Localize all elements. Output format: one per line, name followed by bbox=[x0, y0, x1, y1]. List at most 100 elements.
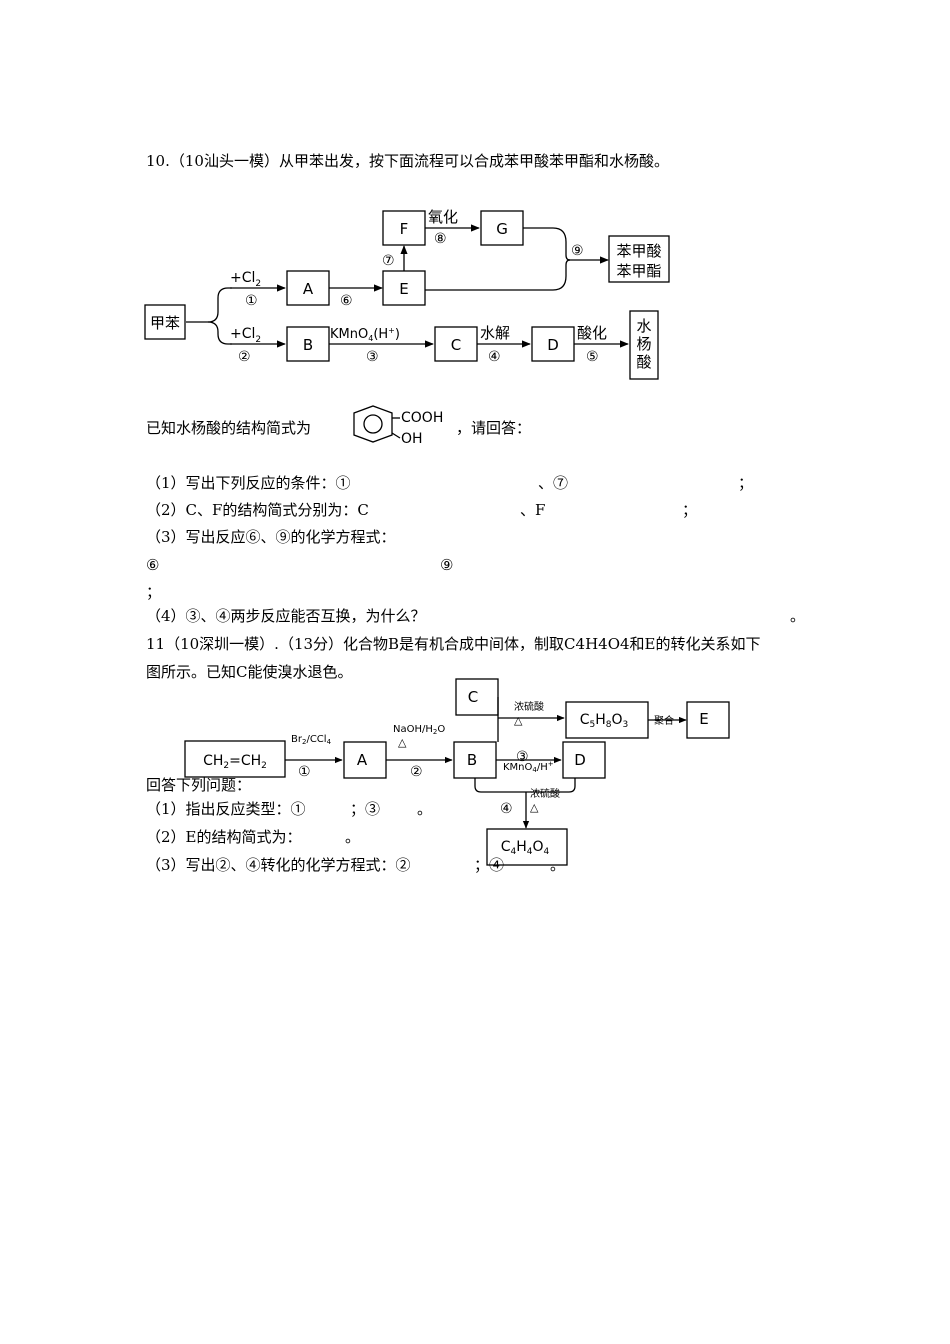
structure-intro: 已知水杨酸的结构简式为 bbox=[146, 419, 312, 437]
box-salicylic bbox=[629, 310, 659, 380]
q11-label-E: E bbox=[699, 710, 708, 728]
q11-line2b: 。 bbox=[345, 828, 361, 846]
q11-label-C: C bbox=[468, 688, 478, 706]
conc-h2so4-label-2: 浓硫酸 bbox=[530, 787, 560, 800]
q10-line1b: 、⑦ bbox=[538, 474, 569, 492]
heat-label-2: △ bbox=[514, 714, 523, 727]
label-D: D bbox=[547, 336, 559, 354]
q11-line3a: （3）写出②、④转化的化学方程式：② bbox=[146, 856, 411, 874]
box-product1 bbox=[608, 235, 670, 283]
label-F: F bbox=[400, 220, 409, 238]
ethene-label: CH2=CH2 bbox=[203, 753, 267, 771]
conc-h2so4-label-1: 浓硫酸 bbox=[514, 700, 544, 713]
q11-box-C bbox=[455, 678, 499, 716]
heat-label-1: △ bbox=[398, 736, 407, 749]
cl2-top-label: +Cl2 bbox=[230, 270, 261, 289]
salicylic-2: 杨 bbox=[636, 335, 651, 353]
oxidation-label: 氧化 bbox=[428, 208, 458, 226]
label-C: C bbox=[451, 336, 461, 354]
q11-line0: 回答下列问题： bbox=[146, 776, 252, 794]
label-G: G bbox=[496, 220, 508, 238]
hydrolysis-label: 水解 bbox=[480, 324, 510, 342]
brace-top bbox=[186, 287, 232, 323]
q11-box-E bbox=[686, 701, 730, 739]
q11-title-1: 11（10深圳一模）.（13分）化合物B是有机合成中间体，制取C4H4O4和E的… bbox=[146, 635, 761, 653]
label-B: B bbox=[303, 336, 313, 354]
q11-label-D: D bbox=[574, 751, 586, 769]
q11-box-D bbox=[562, 741, 606, 779]
q11-line1c: 。 bbox=[417, 800, 433, 818]
q11-line2a: （2）E的结构简式为： bbox=[146, 828, 302, 846]
q10-line2b: 、F bbox=[520, 501, 546, 519]
kmno4-label: KMnO4(H+) bbox=[330, 326, 400, 343]
q10-line5: ； bbox=[146, 583, 162, 601]
step7-label: ⑦ bbox=[382, 253, 395, 269]
step6-label: ⑥ bbox=[340, 293, 353, 309]
box-c4h4o4 bbox=[486, 828, 568, 866]
q10-line4b: ⑨ bbox=[440, 556, 454, 574]
salicylic-1: 水 bbox=[636, 317, 651, 335]
step2-label: ② bbox=[238, 349, 251, 365]
toluene-label: 甲苯 bbox=[150, 314, 180, 332]
q10-title: 10.（10汕头一模）从甲苯出发，按下面流程可以合成苯甲酸苯甲酯和水杨酸。 bbox=[146, 152, 669, 170]
c5h8o3-label: C5H8O3 bbox=[580, 712, 629, 730]
q10-line4a: ⑥ bbox=[146, 556, 160, 574]
q11-line1a: （1）指出反应类型：① bbox=[146, 800, 306, 818]
q10-line1c: ； bbox=[738, 474, 754, 492]
q11-label-B: B bbox=[467, 751, 477, 769]
step9-label: ⑨ bbox=[571, 243, 584, 259]
merge-bd bbox=[474, 778, 576, 793]
oh-label: OH bbox=[401, 431, 423, 447]
heat-label-3: △ bbox=[530, 801, 539, 814]
merge-top bbox=[523, 227, 571, 261]
step8-label: ⑧ bbox=[434, 231, 447, 247]
q11-step3-label: ③ bbox=[516, 749, 529, 765]
cooh-label: COOH bbox=[401, 410, 443, 426]
step1-label: ① bbox=[245, 293, 258, 309]
q11-step4-label: ④ bbox=[500, 801, 513, 817]
salicylic-structure: COOH OH bbox=[353, 405, 443, 447]
box-E bbox=[382, 270, 426, 306]
c4h4o4-label: C4H4O4 bbox=[501, 839, 550, 857]
product1-line1: 苯甲酸 bbox=[616, 242, 661, 260]
box-G bbox=[480, 210, 524, 246]
q10-line3: （3）写出反应⑥、⑨的化学方程式： bbox=[146, 528, 396, 546]
structure-after: ，请回答： bbox=[456, 419, 532, 437]
product1-line2: 苯甲酯 bbox=[616, 262, 661, 280]
merge-bottom bbox=[425, 259, 571, 291]
box-C bbox=[434, 326, 478, 362]
cl2-bottom-label: +Cl2 bbox=[230, 326, 261, 345]
q11-line1b: ；③ bbox=[350, 800, 381, 818]
box-D bbox=[531, 326, 575, 362]
q11-line3b: ；④ bbox=[474, 856, 505, 874]
q11-step1-label: ① bbox=[298, 764, 311, 780]
step3-label: ③ bbox=[366, 349, 379, 365]
box-c5h8o3 bbox=[565, 701, 649, 739]
q11-line3c: 。 bbox=[550, 856, 566, 874]
q11-label-A: A bbox=[357, 751, 368, 769]
brace-bottom bbox=[207, 321, 232, 345]
polymerize-label: 聚合 bbox=[654, 714, 674, 727]
step5-label: ⑤ bbox=[586, 349, 599, 365]
box-A bbox=[286, 270, 330, 306]
naoh-label: NaOH/H2O bbox=[393, 724, 445, 736]
q11-title-2: 图所示。已知C能使溴水退色。 bbox=[146, 663, 353, 681]
q10-line6b: 。 bbox=[790, 607, 806, 625]
q10-line6a: （4）③、④两步反应能否互换，为什么？ bbox=[146, 607, 426, 625]
label-E: E bbox=[399, 280, 408, 298]
salicylic-3: 酸 bbox=[636, 353, 651, 371]
q10-line2a: （2）C、F的结构简式分别为：C bbox=[146, 501, 369, 519]
q10-line2c: ； bbox=[682, 501, 698, 519]
q11-kmno4-label: KMnO4/H+ bbox=[503, 760, 554, 774]
box-B bbox=[286, 326, 330, 362]
br2-label: Br2/CCl4 bbox=[291, 734, 332, 746]
box-ethene bbox=[184, 740, 286, 778]
acidify-label: 酸化 bbox=[577, 324, 607, 342]
box-F bbox=[382, 210, 426, 246]
q11-box-B bbox=[453, 741, 497, 779]
q10-line1a: （1）写出下列反应的条件：① bbox=[146, 474, 351, 492]
label-A: A bbox=[303, 280, 314, 298]
q11-step2-label: ② bbox=[410, 764, 423, 780]
step4-label: ④ bbox=[488, 349, 501, 365]
